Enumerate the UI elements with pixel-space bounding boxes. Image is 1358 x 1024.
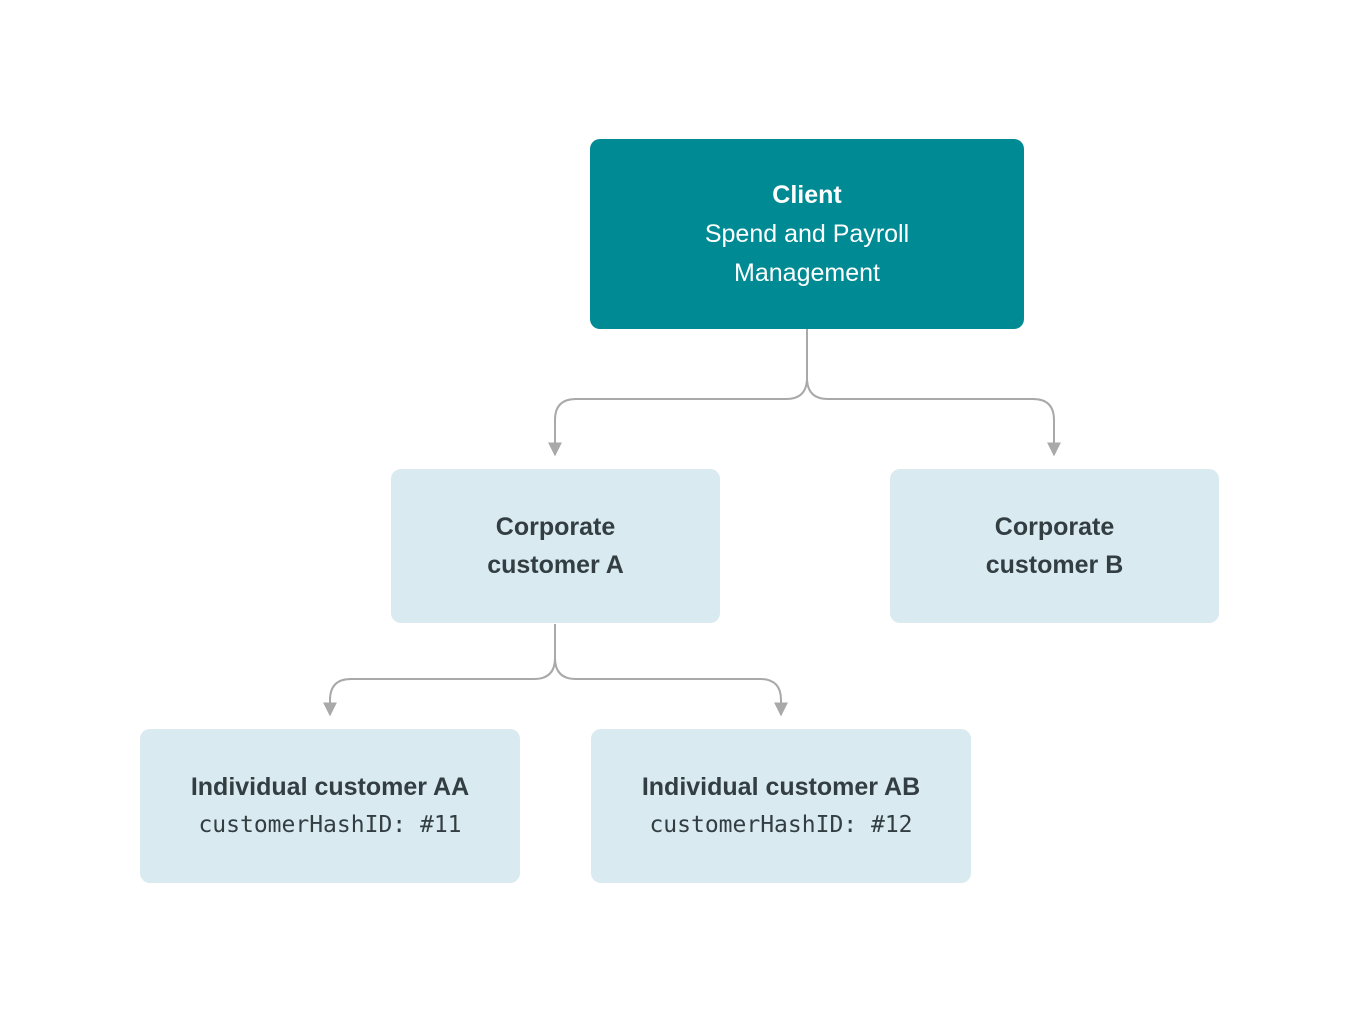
node-individual-customer-ab-title: Individual customer AB: [641, 772, 921, 801]
node-corporate-customer-a-title: Corporate customer A: [487, 513, 624, 579]
node-individual-customer-ab-hash-id: customerHashID: #12: [649, 811, 913, 838]
node-individual-customer-aa-hash-id: customerHashID: #11: [198, 811, 462, 838]
node-individual-customer-aa-title: Individual customer AA: [190, 772, 470, 801]
node-corporate-customer-a: Corporate customer A: [391, 469, 720, 623]
connector-client-to-corporate-b: [806, 329, 1061, 457]
node-individual-customer-aa: Individual customer AA customerHashID: #…: [140, 729, 520, 883]
node-corporate-customer-b: Corporate customer B: [890, 469, 1219, 623]
node-individual-customer-ab: Individual customer AB customerHashID: #…: [591, 729, 971, 883]
node-client-title: Client: [772, 180, 842, 209]
node-client-subtitle: Spend and Payroll Management: [704, 219, 910, 287]
connector-client-to-corporate-a: [548, 329, 808, 457]
node-client: Client Spend and Payroll Management: [590, 139, 1024, 329]
connector-corporate-a-to-individual-aa: [323, 624, 556, 717]
node-corporate-customer-b-title: Corporate customer B: [985, 513, 1124, 579]
connector-corporate-a-to-individual-ab: [554, 624, 788, 717]
